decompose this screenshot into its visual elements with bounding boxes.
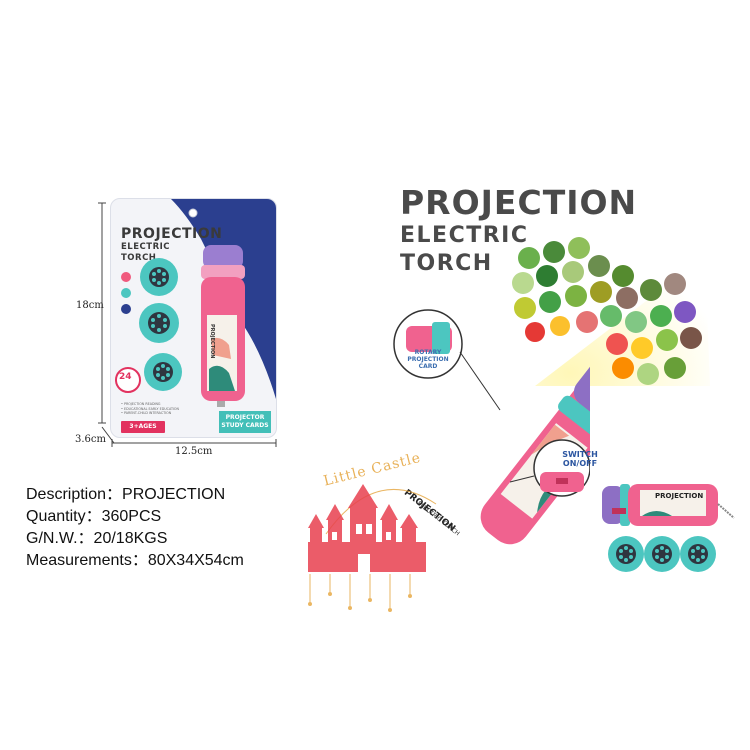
package-24-badge: [115, 367, 141, 393]
small-torch-label: PROJECTION: [655, 492, 704, 500]
dimension-width: 12.5cm: [175, 446, 213, 457]
switch-line2: ON/OFF: [562, 459, 598, 468]
study-line2: STUDY CARDS: [221, 422, 269, 429]
package-title-line1: PROJECTION: [121, 226, 223, 242]
ages-badge: 3+AGES: [121, 421, 165, 433]
package-feature-icons: [121, 272, 131, 314]
castle-watermark-logo: [308, 484, 437, 612]
dimension-height: 18cm: [76, 300, 104, 311]
package-badge-number: 24: [119, 372, 132, 382]
blister-package: PROJECTION ELECTRIC TORCH 24: [110, 198, 277, 438]
rotary-line1: ROTARY: [414, 349, 442, 356]
disc-icon: [680, 536, 716, 572]
package-bullet: • PROJECTION READING: [121, 402, 161, 406]
rotary-callout: ROTARY PROJECTION CARD: [398, 349, 458, 370]
package-bullet: • EDUCATIONAL EARLY EDUCATION: [121, 406, 179, 411]
description-block: Description：PROJECTION Quantity：360PCS G…: [26, 484, 244, 572]
package-bullet: • PARENT-CHILD INTERACTION: [121, 411, 172, 415]
disc-icon: [139, 303, 179, 343]
package-torch: [201, 245, 245, 407]
package-bullets: • PROJECTION READING • EDUCATIONAL EARLY…: [121, 402, 179, 416]
dimension-lines: [98, 202, 277, 447]
headline-line1: PROJECTION: [400, 183, 638, 222]
switch-callout: SWITCH ON/OFF: [544, 450, 616, 468]
headline-line3: TORCH: [400, 251, 493, 276]
small-torch-set: [602, 484, 735, 572]
package-title: PROJECTION ELECTRIC TORCH: [121, 227, 222, 262]
package-title-line2: ELECTRIC: [121, 242, 171, 252]
disc-icon: [144, 353, 182, 391]
weight-line: G/N.W.：20/18KGS: [26, 530, 168, 547]
package-blue-swoosh: [171, 199, 276, 399]
disc-icon: [608, 536, 644, 572]
switch-line1: SWITCH: [562, 450, 598, 459]
headline: PROJECTION ELECTRIC TORCH: [400, 186, 637, 275]
disc-icon: [140, 258, 178, 296]
rotary-line2: PROJECTION CARD: [407, 356, 449, 370]
projected-image-cluster: [512, 237, 710, 386]
description-line: Description：PROJECTION: [26, 486, 226, 503]
measurements-line: Measurements：80X34X54cm: [26, 552, 244, 569]
study-line1: PROJECTOR: [225, 414, 265, 421]
disc-icon: [644, 536, 680, 572]
study-cards-badge: PROJECTOR STUDY CARDS: [219, 411, 271, 433]
package-projection-discs: [139, 258, 182, 391]
projected-picture-icons: [512, 237, 702, 385]
dimension-depth: 3.6cm: [75, 434, 106, 445]
package-title-line3: TORCH: [121, 252, 157, 263]
headline-line2: ELECTRIC: [400, 223, 529, 248]
main-torch: [393, 309, 590, 545]
quantity-line: Quantity：360PCS: [26, 508, 162, 525]
